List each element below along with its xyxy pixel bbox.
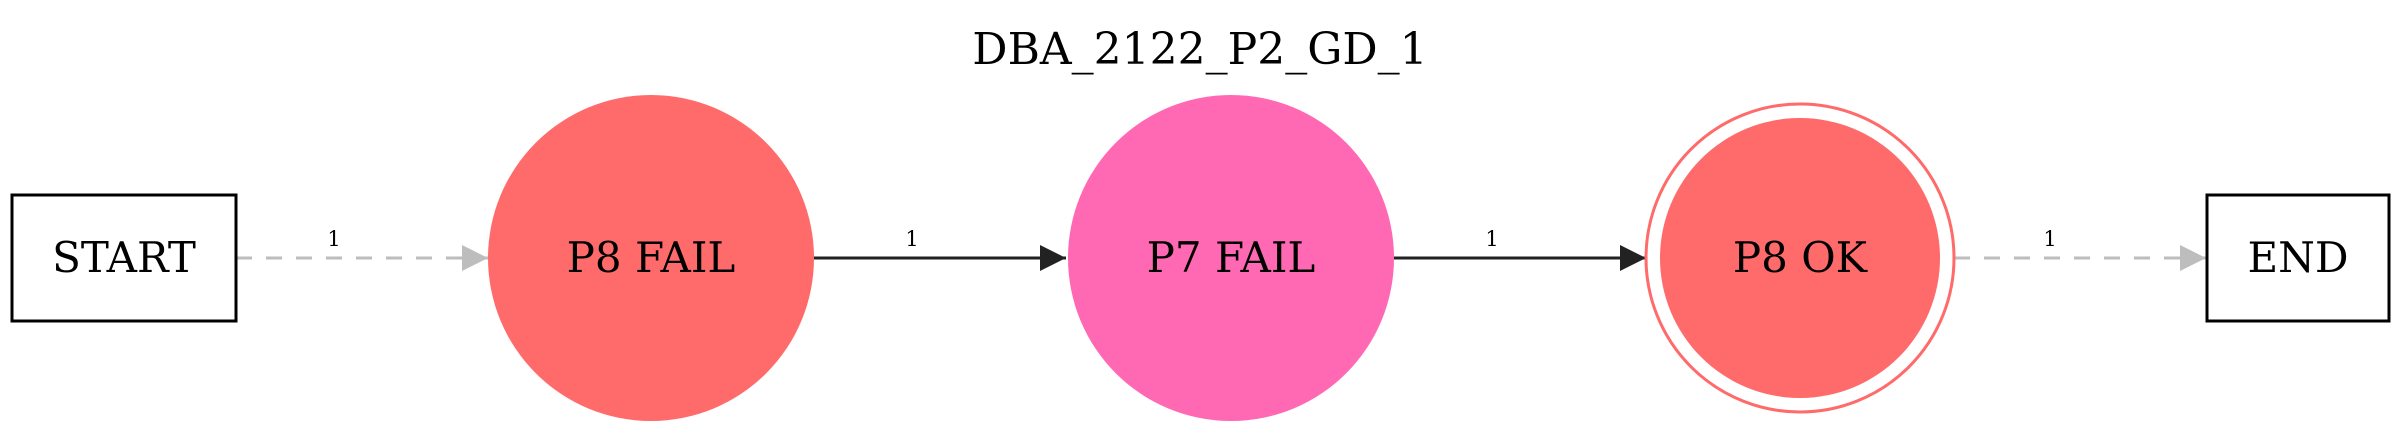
- edge-label: 1: [2043, 227, 2056, 251]
- edge-p8-fail-to-p7-fail: 1: [814, 227, 1066, 271]
- node-label: P8 OK: [1733, 233, 1869, 282]
- node-p7-fail: P7 FAIL: [1068, 95, 1394, 421]
- node-label: P7 FAIL: [1147, 233, 1316, 282]
- node-label: START: [52, 233, 196, 282]
- diagram-title: DBA_2122_P2_GD_1: [972, 24, 1427, 75]
- edge-label: 1: [905, 227, 918, 251]
- edge-p7-fail-to-p8-ok: 1: [1394, 227, 1646, 271]
- node-end: END: [2205, 193, 2391, 323]
- node-p8-ok: P8 OK: [1644, 102, 1956, 414]
- node-p8-fail: P8 FAIL: [488, 95, 814, 421]
- node-label: END: [2247, 233, 2348, 282]
- edge-label: 1: [327, 227, 340, 251]
- node-label: P8 FAIL: [567, 233, 736, 282]
- edge-p8-ok-to-end: 1: [1954, 227, 2206, 271]
- edge-label: 1: [1485, 227, 1498, 251]
- node-start: START: [10, 193, 238, 323]
- edge-start-to-p8-fail: 1: [236, 227, 488, 271]
